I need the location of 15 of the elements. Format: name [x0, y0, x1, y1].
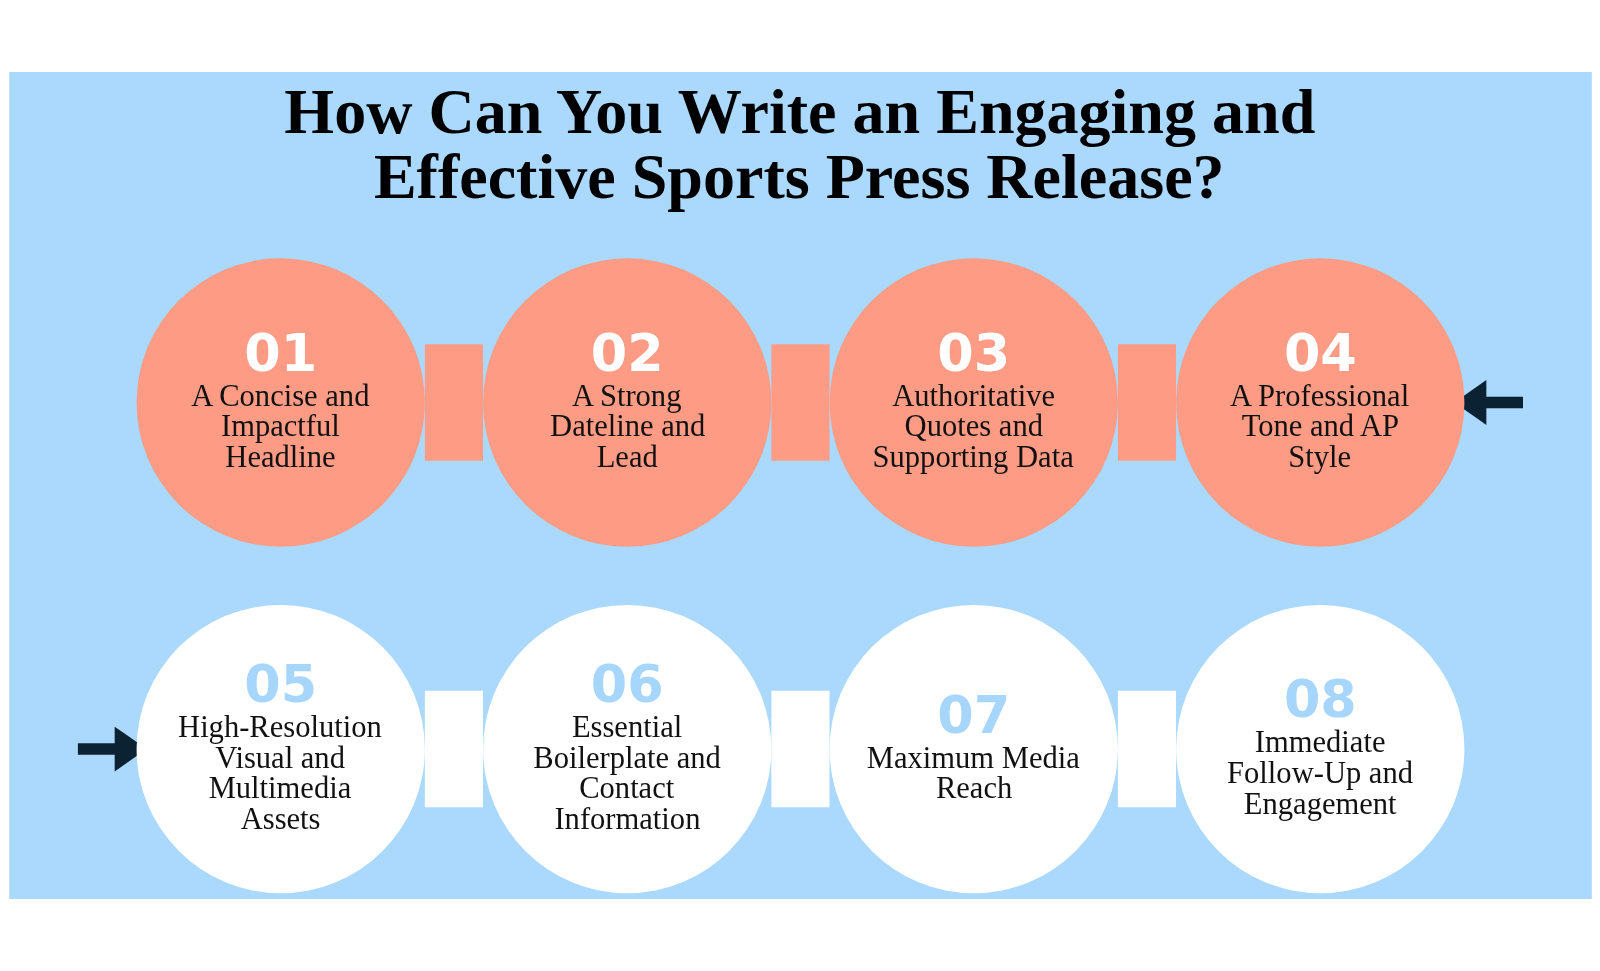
node-circle: 05 High-Resolution Visual and Multimedia Assets	[136, 604, 425, 894]
node-circle: 01 A Concise and Impactful Headline	[136, 258, 425, 547]
connector	[1117, 690, 1176, 808]
node-circle: 08 Immediate Follow-Up and Engagement	[1175, 604, 1464, 894]
node-circle: 04 A Professional Tone and AP Style	[1175, 258, 1464, 547]
connector	[770, 690, 829, 808]
connector	[1117, 344, 1176, 461]
diagram-title: How Can You Write an Engaging and Effective Sports Press Release?	[283, 76, 1315, 212]
connector	[424, 690, 483, 808]
node-circle: 03 Authoritative Quotes and Supporting Data	[829, 258, 1118, 547]
connector	[770, 344, 829, 461]
node-circle: 07 Maximum Media Reach	[829, 604, 1118, 894]
connector	[424, 344, 483, 461]
node-circle: 06 Essential Boilerplate and Contact Information	[482, 604, 771, 894]
node-circle: 02 A Strong Dateline and Lead	[482, 258, 771, 547]
